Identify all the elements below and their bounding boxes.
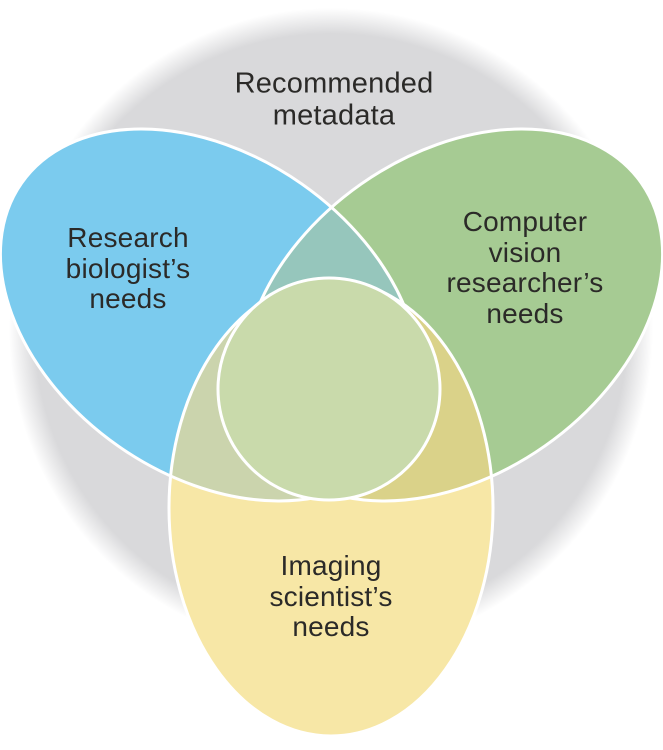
center-intersection-circle [216,276,442,502]
